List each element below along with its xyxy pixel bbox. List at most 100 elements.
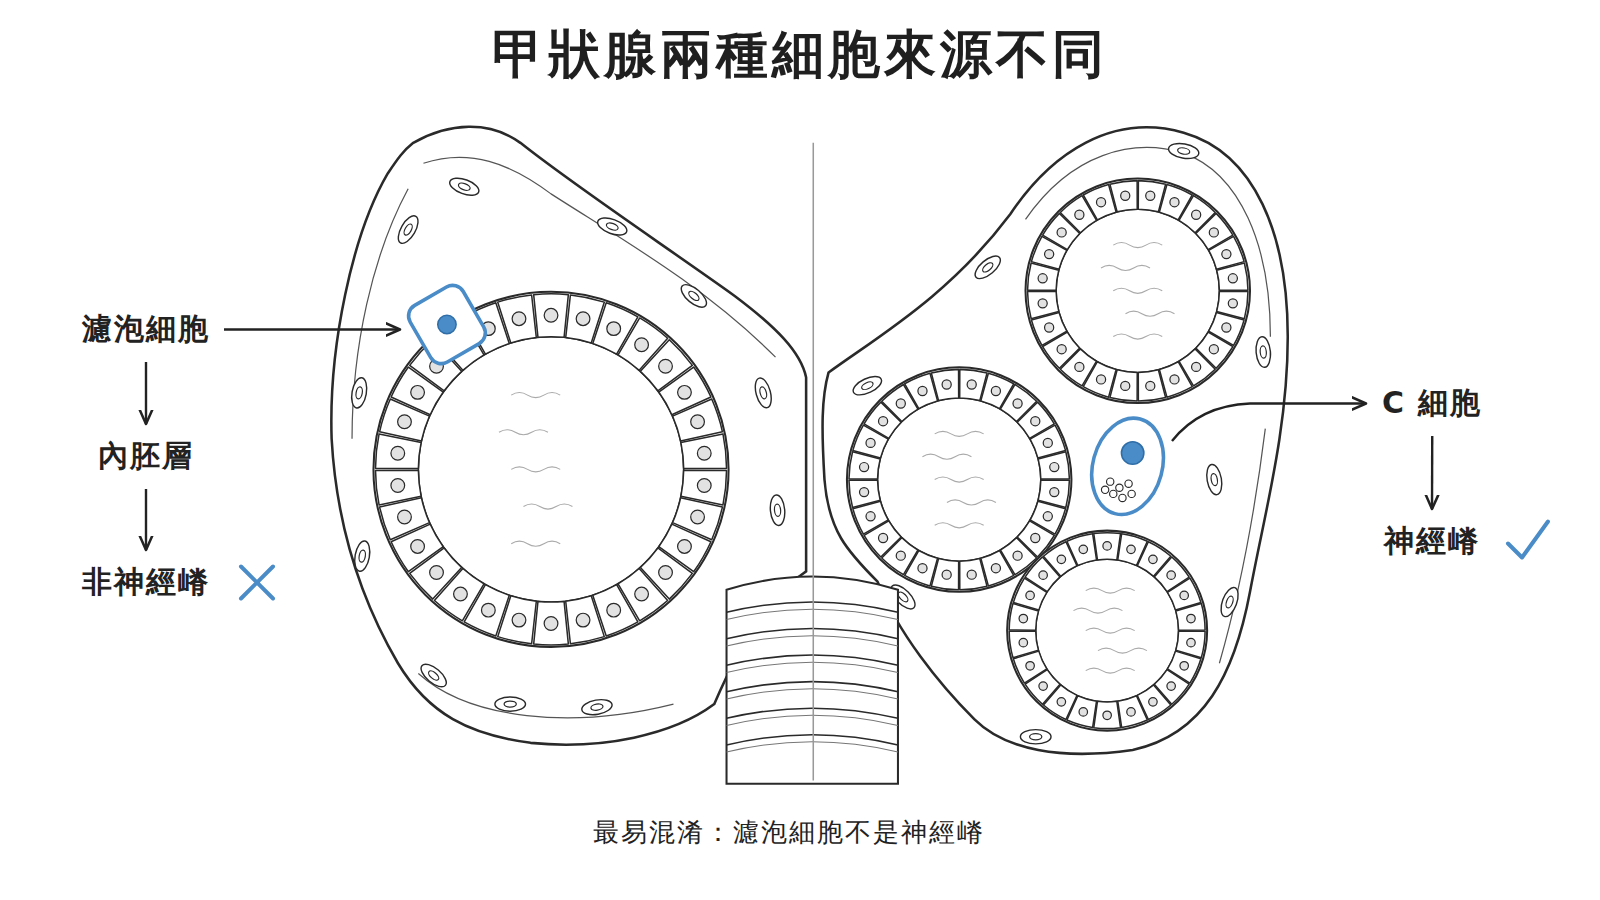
node-label: 非神經嵴 — [82, 564, 210, 599]
c-cell-nucleus — [1121, 442, 1143, 464]
leader-line — [1172, 404, 1366, 442]
node-label: 內胚層 — [98, 438, 194, 473]
fibroblast-nucleus — [358, 550, 366, 563]
fibroblast-nucleus — [1225, 595, 1235, 609]
fibroblast — [769, 494, 786, 526]
cell-nucleus — [1222, 323, 1231, 332]
cell-nucleus — [967, 570, 976, 579]
colloid-texture — [947, 500, 996, 505]
tissue-strand — [1219, 429, 1265, 664]
colloid-texture — [1073, 608, 1122, 613]
cell-nucleus — [918, 564, 927, 573]
cell-nucleus — [1075, 210, 1084, 219]
cell-nucleus — [697, 479, 711, 493]
trachea-ring — [727, 602, 898, 612]
cell-nucleus — [1228, 274, 1237, 283]
cell-nucleus — [918, 386, 927, 395]
fibroblast-nucleus — [355, 386, 363, 399]
cell-nucleus — [860, 488, 869, 497]
cell-nucleus — [576, 312, 590, 326]
colloid-texture — [1086, 668, 1135, 673]
follicular-cell — [849, 480, 880, 507]
cell-nucleus — [1039, 571, 1047, 579]
fibroblast — [595, 215, 629, 239]
cell-nucleus — [391, 479, 405, 493]
cell-nucleus — [879, 533, 888, 542]
fibroblast — [349, 377, 368, 410]
follicular-cell — [376, 470, 422, 505]
fibroblast — [447, 175, 481, 199]
cell-nucleus — [678, 540, 692, 554]
trachea-ring — [727, 629, 898, 639]
colloid-texture — [1086, 588, 1135, 593]
c-cell-granule — [1101, 486, 1108, 493]
cell-nucleus — [1079, 545, 1087, 553]
cell-nucleus — [1096, 375, 1105, 384]
trachea-ring — [727, 662, 898, 672]
follicular-cell — [673, 399, 723, 441]
trachea-ring — [727, 742, 898, 752]
label-node: 神經嵴 — [1378, 519, 1486, 564]
follicular-cell — [566, 596, 605, 644]
cell-nucleus — [576, 613, 590, 627]
fibroblast-nucleus — [687, 290, 700, 303]
fibroblast-nucleus — [605, 222, 619, 232]
cell-nucleus — [1180, 591, 1188, 599]
cell-nucleus — [896, 551, 905, 560]
fibroblast-nucleus — [590, 703, 603, 711]
node-label: 神經嵴 — [1384, 523, 1480, 558]
cell-nucleus — [1121, 191, 1130, 200]
cell-nucleus — [411, 385, 425, 399]
follicular-cell — [1038, 452, 1069, 479]
cell-nucleus — [430, 566, 444, 580]
fibroblast — [1205, 463, 1224, 496]
fibroblast — [417, 660, 450, 691]
fibroblast — [495, 697, 526, 711]
trachea-ring — [727, 708, 898, 718]
divider-line — [813, 143, 815, 781]
fibroblast-nucleus — [504, 701, 516, 707]
c-cell — [1081, 410, 1173, 523]
follicle — [1026, 179, 1250, 403]
cell-nucleus — [454, 587, 468, 601]
cell-nucleus — [1192, 210, 1201, 219]
cell-nucleus — [1019, 614, 1027, 622]
colloid-texture — [1113, 243, 1162, 248]
c-cell-granule — [1110, 490, 1117, 497]
cell-nucleus — [866, 512, 875, 521]
cell-nucleus — [967, 380, 976, 389]
flow-arrow — [145, 489, 147, 550]
node-label: C 細胞 — [1382, 385, 1482, 420]
trachea-ring — [727, 682, 898, 692]
colloid-texture — [922, 454, 971, 459]
cell-nucleus — [411, 540, 425, 554]
trachea-ring — [727, 715, 898, 725]
trachea-ring — [727, 609, 898, 619]
colloid-lumen — [418, 337, 683, 602]
cell-nucleus — [1038, 274, 1047, 283]
follicular-cell — [380, 498, 430, 540]
fibroblast-nucleus — [1177, 147, 1190, 155]
cell-nucleus — [1026, 662, 1034, 670]
colloid-texture — [1101, 265, 1150, 270]
follicular-cell — [1118, 696, 1148, 728]
tissue-strand — [418, 673, 673, 717]
cell-nucleus — [1013, 551, 1022, 560]
cell-nucleus — [1187, 638, 1195, 646]
cell-nucleus — [1043, 438, 1052, 447]
cell-nucleus — [659, 566, 673, 580]
fibroblast — [353, 540, 372, 573]
colloid-texture — [1098, 648, 1147, 653]
fibroblast — [1167, 141, 1200, 160]
follicular-cell — [1094, 701, 1121, 728]
c-cell-granule — [1128, 490, 1135, 497]
colloid-texture — [935, 431, 984, 436]
cell-nucleus — [1026, 591, 1034, 599]
cell-nucleus — [635, 587, 649, 601]
cell-nucleus — [607, 322, 621, 336]
cell-nucleus — [1127, 545, 1135, 553]
cell-nucleus — [1187, 614, 1195, 622]
cell-nucleus — [1079, 708, 1087, 716]
